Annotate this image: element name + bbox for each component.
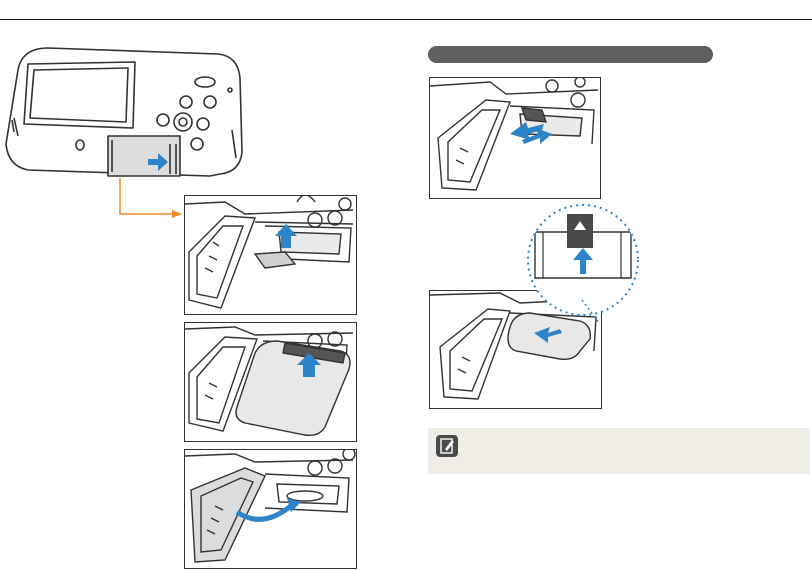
note-pencil-icon — [436, 435, 458, 457]
insert-card-frame — [184, 195, 357, 315]
insert-battery-frame — [184, 322, 357, 442]
detail-connector — [580, 300, 610, 330]
header-rule — [0, 19, 812, 20]
section-heading-bar — [428, 46, 713, 63]
camera-back-illustration — [0, 40, 250, 190]
close-cover-frame — [184, 449, 357, 569]
remove-card-frame — [429, 77, 601, 199]
note-box — [428, 428, 810, 474]
orange-arrow-icon — [110, 176, 186, 220]
